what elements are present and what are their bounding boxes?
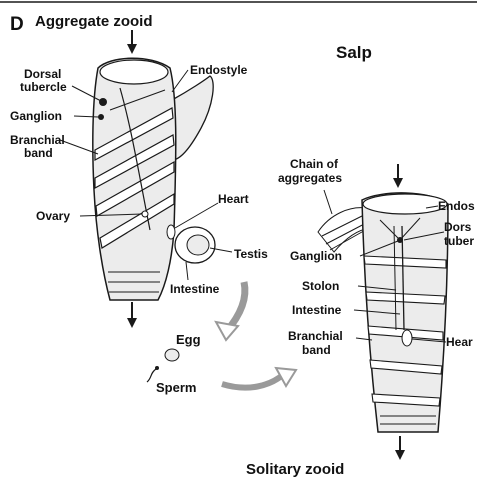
panel-letter: D [10, 14, 24, 35]
label-dorsal: Dorsal [24, 67, 61, 81]
leader-heart [175, 203, 218, 228]
label-tubercle-cut: tuber [444, 234, 474, 248]
aggregate-zooid: Dorsal tubercle Ganglion Branchial band … [10, 30, 268, 326]
label-band: band [24, 146, 53, 160]
label-egg: Egg [176, 332, 201, 347]
label-endostyle-cut: Endos [438, 199, 475, 213]
label-heart-cut: Hear [446, 335, 473, 349]
label-branchial: Branchial [10, 133, 65, 147]
life-cycle: Egg Sperm [147, 282, 296, 395]
leader-endostyle [172, 70, 188, 92]
leader-chain [324, 190, 332, 214]
solitary-heart [402, 330, 412, 346]
sperm-head [155, 366, 159, 370]
label-sperm: Sperm [156, 380, 196, 395]
label-heart: Heart [218, 192, 249, 206]
gray-arrow-head [216, 322, 238, 340]
label-solitary-ganglion: Ganglion [290, 249, 342, 263]
label-aggregates: aggregates [278, 171, 342, 185]
label-solitary-branchial: Branchial [288, 329, 343, 343]
label-dorsal-cut: Dors [444, 220, 472, 234]
aggregate-zooid-title: Aggregate zooid [35, 13, 153, 30]
label-testis: Testis [234, 247, 268, 261]
ganglion-dot [98, 114, 104, 120]
endostyle-lobe [172, 76, 213, 160]
label-stolon: Stolon [302, 279, 339, 293]
species-title: Salp [336, 43, 372, 62]
heart [167, 225, 175, 239]
solitary-zooid-title: Solitary zooid [246, 461, 344, 478]
testis [187, 235, 209, 255]
oral-siphon [100, 60, 168, 84]
solitary-oral-siphon [363, 194, 447, 214]
label-ovary: Ovary [36, 209, 70, 223]
leader-intestine [186, 262, 188, 280]
sperm-icon [147, 369, 156, 382]
label-ganglion: Ganglion [10, 109, 62, 123]
ovary [142, 211, 148, 217]
label-tubercle: tubercle [20, 80, 67, 94]
label-solitary-band: band [302, 343, 331, 357]
label-solitary-intestine: Intestine [292, 303, 342, 317]
dorsal-tubercle-dot [99, 98, 107, 106]
label-endostyle: Endostyle [190, 63, 248, 77]
label-intestine: Intestine [170, 282, 220, 296]
gray-arrow-right [222, 374, 284, 388]
label-chain-of: Chain of [290, 157, 339, 171]
solitary-zooid: Chain of aggregates Endos Dors tuber Gan… [278, 157, 475, 458]
egg-icon [165, 349, 179, 361]
solitary-ganglion [397, 237, 403, 243]
